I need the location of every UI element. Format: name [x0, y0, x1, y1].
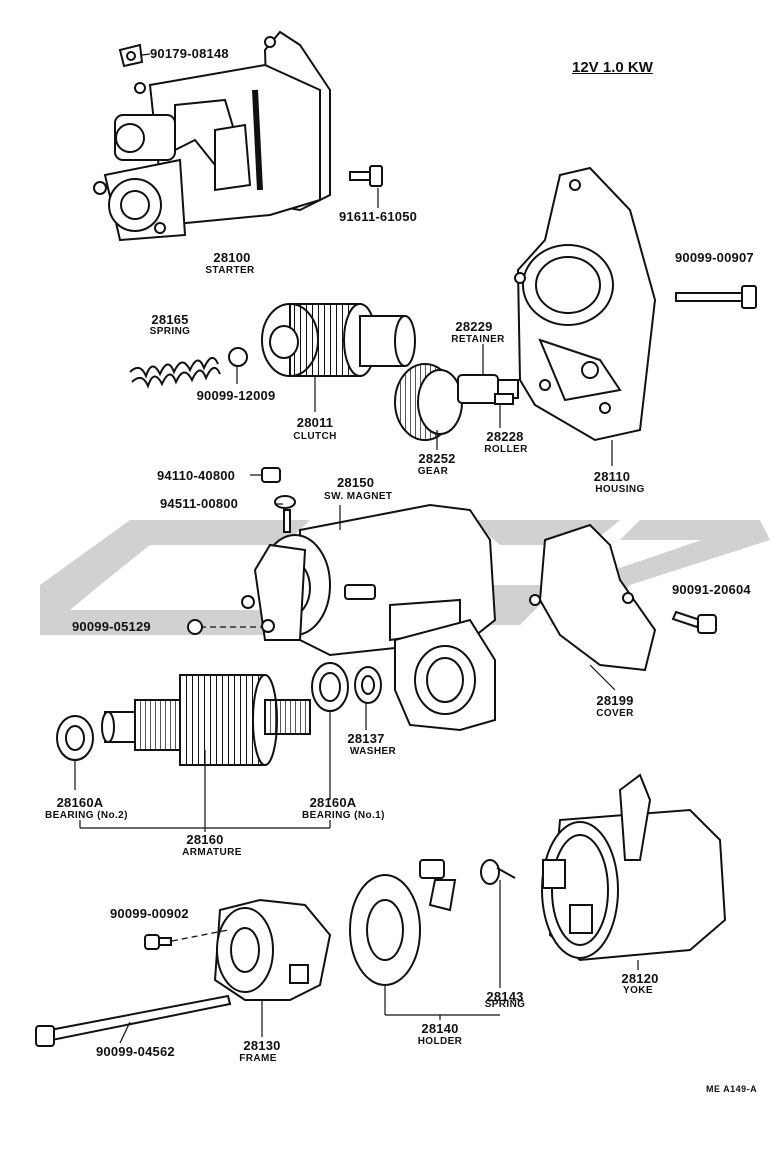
spring-28165-drawing: [129, 357, 221, 389]
part-name-bearing-no2: BEARING (No.2): [45, 810, 128, 821]
part-name-spring-28143: SPRING: [484, 999, 526, 1010]
part-number-28165: 28165: [151, 312, 189, 327]
part-name-retainer: RETAINER: [451, 334, 505, 345]
part-name-spring-28165: SPRING: [149, 326, 191, 337]
part-name-holder: HOLDER: [417, 1036, 463, 1047]
clutch-drawing: [261, 303, 416, 377]
part-number-28160a-no1: 28160A: [309, 795, 357, 810]
bolt-90099-00907-drawing: [675, 285, 757, 309]
leader-lines: [74, 188, 639, 1044]
holder-drawing: [349, 859, 457, 986]
part-number-28143: 28143: [486, 989, 524, 1004]
part-number-90091: 90091-20604: [672, 582, 751, 597]
part-number-28160a-no2: 28160A: [56, 795, 104, 810]
part-name-roller: ROLLER: [484, 444, 528, 455]
bolt-91611-drawing: [349, 165, 383, 187]
armature-drawing: [101, 674, 311, 766]
part-number-28199: 28199: [596, 693, 634, 708]
part-number-90099-05129: 90099-05129: [72, 619, 151, 634]
switch-magnet-drawing: [241, 503, 497, 732]
part-name-frame: FRAME: [239, 1053, 277, 1064]
ball-drawing: [228, 347, 248, 367]
starter-drawing: [93, 30, 331, 242]
part-name-starter: STARTER: [205, 265, 255, 276]
frame-drawing: [213, 898, 332, 1001]
part-name-armature: ARMATURE: [182, 847, 242, 858]
gear-drawing: [394, 363, 463, 441]
part-number-28160: 28160: [186, 832, 224, 847]
part-name-yoke: YOKE: [623, 985, 653, 996]
bearing-no2-drawing: [56, 715, 94, 761]
yoke-drawing: [541, 773, 727, 962]
part-number-28130: 28130: [243, 1038, 281, 1053]
through-bolt-drawing: [35, 994, 232, 1047]
part-number-90099-12009: 90099-12009: [196, 388, 276, 403]
spec-label: 12V 1.0 KW: [572, 59, 653, 76]
bolt-90099-00902-drawing: [144, 934, 172, 950]
part-number-90179: 90179-08148: [150, 46, 229, 61]
part-number-28137: 28137: [347, 731, 385, 746]
part-number-28150: 28150: [337, 475, 375, 490]
spring-28143-drawing: [480, 859, 516, 885]
part-number-28110: 28110: [593, 469, 631, 484]
part-name-cover: COVER: [596, 708, 634, 719]
part-number-28011: 28011: [296, 415, 334, 430]
part-name-bearing-no1: BEARING (No.1): [302, 810, 385, 821]
drawing-reference: ME A149-A: [706, 1084, 758, 1094]
nut-washer-drawing: [261, 467, 296, 533]
part-number-91611: 91611-61050: [338, 209, 418, 224]
part-number-90099-00907: 90099-00907: [675, 250, 754, 265]
part-number-28120: 28120: [621, 971, 659, 986]
part-name-clutch: CLUTCH: [293, 431, 337, 442]
part-number-90099-04562: 90099-04562: [96, 1044, 175, 1059]
part-number-90099-00902: 90099-00902: [110, 906, 189, 921]
part-number-94110: 94110-40800: [157, 468, 236, 483]
part-number-28100: 28100: [213, 250, 251, 265]
part-number-28229: 28229: [455, 319, 493, 334]
housing-drawing: [514, 166, 657, 442]
part-name-gear: GEAR: [417, 466, 449, 477]
part-number-28252: 28252: [418, 451, 456, 466]
part-number-28140: 28140: [421, 1021, 459, 1036]
bearing-no1-washer-drawing: [311, 662, 382, 712]
part-number-94511: 94511-00800: [160, 496, 239, 511]
retainer-drawing: [457, 374, 519, 405]
cover-drawing: [529, 523, 657, 672]
part-name-housing: HOUSING: [595, 484, 645, 495]
part-name-washer: WASHER: [349, 746, 397, 757]
part-name-sw-magnet: SW. MAGNET: [324, 491, 393, 502]
part-number-28228: 28228: [486, 429, 524, 444]
bolt-90091-drawing: [671, 610, 717, 634]
